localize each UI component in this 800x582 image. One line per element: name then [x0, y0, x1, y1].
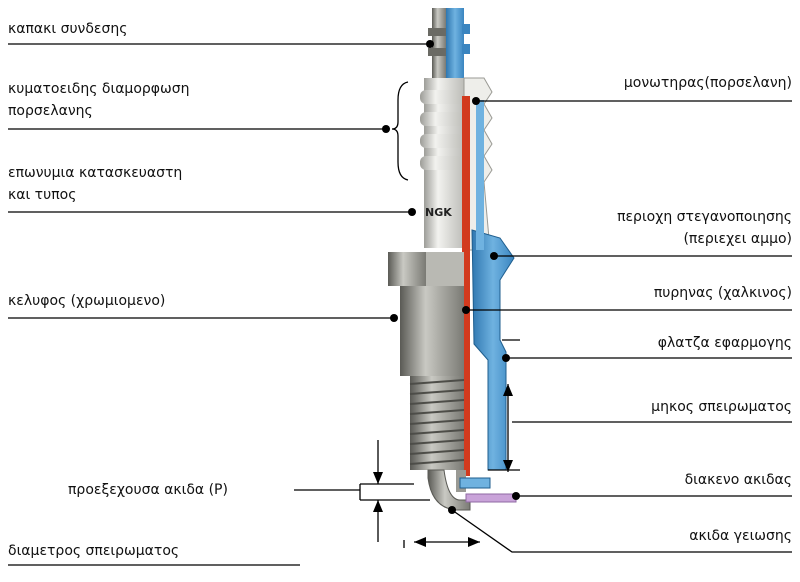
label-gap: διακενο ακιδας [684, 472, 792, 488]
label-brand-line2: και τυπος [8, 187, 77, 203]
electrode-tip [427, 469, 517, 511]
porcelain-insulator [420, 77, 493, 251]
arrow-heads [373, 384, 513, 547]
label-flange: φλατζα εφαρμογης [657, 335, 792, 351]
hex-nut [388, 252, 464, 286]
terminal-cap [428, 8, 470, 78]
label-ribs-line1: κυματοειδης διαμορφωση [8, 81, 190, 97]
leader-dots [382, 40, 520, 514]
label-thread-diameter: διαμετρος σπειρωματος [8, 543, 180, 559]
leader-lines [8, 43, 792, 566]
label-seal-line1: περιοχη στεγανοποιησης [617, 209, 792, 225]
metal-shell [400, 100, 515, 471]
brand-mark: NGK [425, 206, 452, 219]
label-ground: ακιδα γειωσης [689, 528, 792, 544]
label-cap: καπακι συνδεσης [8, 21, 128, 37]
label-projection: προεξεχουσα ακιδα (P) [68, 482, 228, 498]
label-insulator: μονωτηρας(πορσελανη) [623, 75, 792, 91]
thread-section [409, 376, 465, 470]
label-shell: κελυφος (χρωμιομενο) [8, 293, 166, 309]
copper-core [462, 96, 470, 476]
label-brand-line1: επωνυμια κατασκευαστη [8, 165, 183, 181]
label-seal-line2: (περιεχει αμμο) [683, 231, 792, 247]
label-thread-length: μηκος σπειρωματος [651, 399, 792, 415]
label-ribs-line2: πορσελανης [8, 103, 93, 119]
label-core: πυρηνας (χαλκινος) [653, 285, 792, 301]
